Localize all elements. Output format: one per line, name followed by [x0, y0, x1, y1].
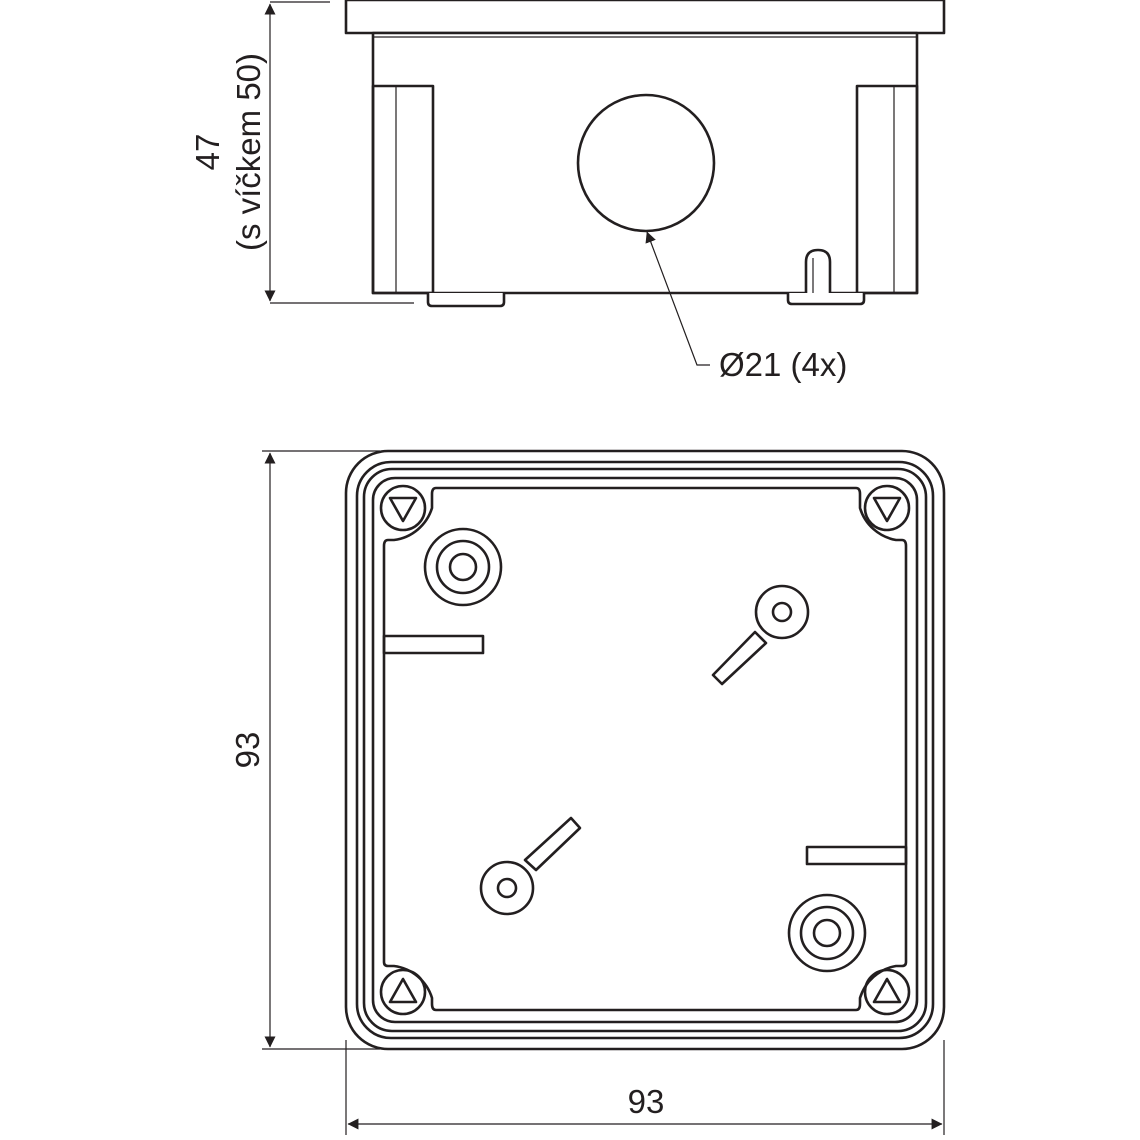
terminal-lug-lower — [479, 816, 582, 916]
left-foot — [426, 293, 506, 308]
rim-inner-3 — [371, 476, 919, 1024]
corner-screw-bottom-right — [863, 968, 911, 1016]
latch-peg — [804, 248, 832, 293]
guide-slot-left — [382, 634, 485, 655]
mounting-hole-bottom-right — [787, 893, 867, 973]
terminal-lug-upper — [711, 584, 810, 686]
side-view — [344, 0, 946, 308]
rim-inner-1 — [355, 460, 935, 1040]
hole-callout: Ø21 (4x) — [645, 231, 847, 383]
right-rib — [855, 84, 919, 295]
outer-rim — [344, 449, 946, 1051]
inner-cavity-outline — [382, 486, 908, 1012]
rim-inner-2 — [362, 467, 928, 1033]
right-foot — [786, 293, 866, 306]
corner-screw-bottom-left — [379, 968, 427, 1016]
bottom-dimension: 93 — [345, 1040, 945, 1135]
hole-callout-label: Ø21 (4x) — [719, 346, 847, 383]
side-label: 93 — [229, 732, 266, 769]
corner-screw-top-right — [863, 484, 911, 532]
guide-slot-right — [805, 845, 908, 866]
bottom-label: 93 — [628, 1083, 665, 1120]
left-rib — [371, 84, 435, 295]
lid-outline — [344, 0, 946, 35]
top-view — [344, 449, 946, 1051]
cable-entry-hole — [576, 93, 716, 233]
height-label: 47 — [189, 134, 226, 171]
height-with-lid-label: (s víčkem 50) — [230, 53, 267, 251]
corner-screw-top-left — [379, 484, 427, 532]
side-dimension: 93 — [229, 450, 380, 1050]
mounting-hole-top-left — [423, 527, 503, 607]
height-dimension: 47 (s víčkem 50) — [189, 1, 414, 304]
hole-leader-line — [645, 231, 710, 366]
